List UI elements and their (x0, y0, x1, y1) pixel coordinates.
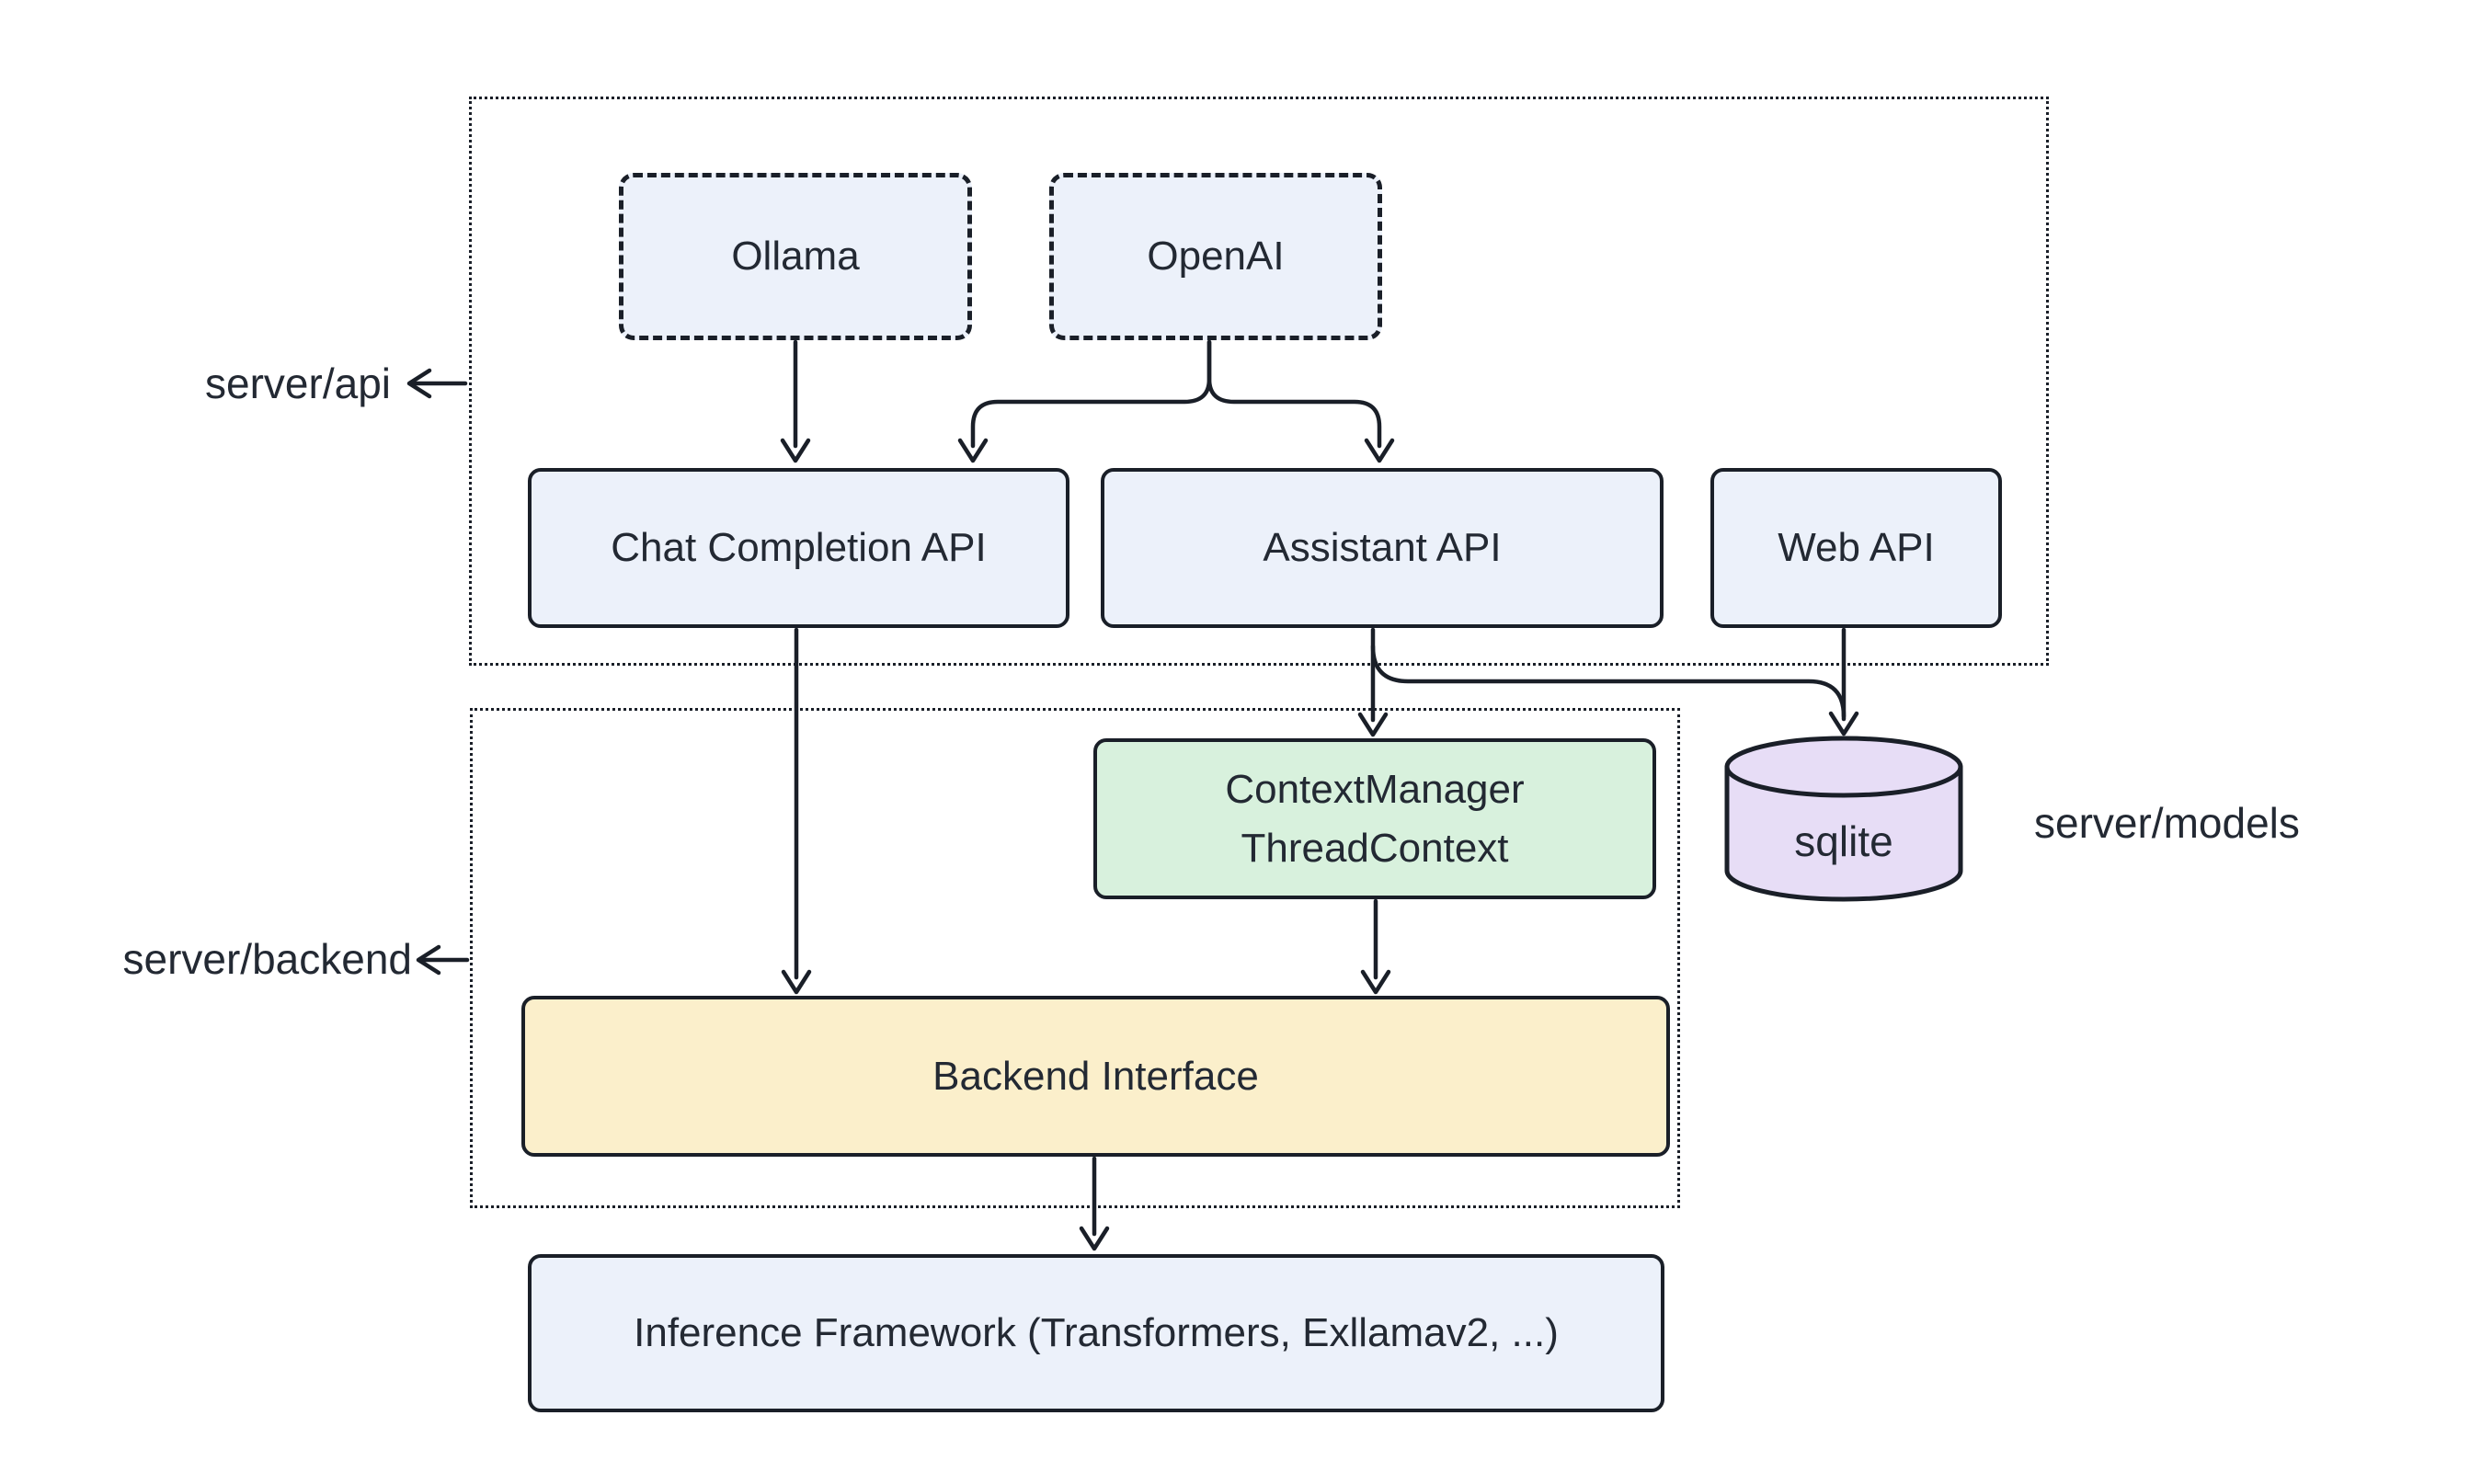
edge-label-server-backend-arrowhead (416, 944, 441, 976)
node-assistant-api: Assistant API (1101, 468, 1664, 628)
edge-backend-to-inference-arrowhead (1079, 1226, 1110, 1251)
node-sqlite-label: sqlite (1794, 817, 1893, 865)
edge-ollama-to-chat-arrowhead (780, 438, 811, 463)
edge-context-to-backend-arrowhead (1360, 969, 1391, 995)
edge-openai-to-assistant-arrowhead (1364, 438, 1395, 463)
edge-chat-to-backend-arrowhead (781, 969, 812, 995)
node-context-manager: ContextManager ThreadContext (1093, 738, 1656, 899)
edge-openai-to-assistant (1206, 339, 1382, 449)
node-web-api-label: Web API (1778, 525, 1935, 571)
node-chat-completion-api-label: Chat Completion API (611, 525, 987, 571)
label-server-models: server/models (2034, 799, 2300, 847)
label-server-api: server/api (205, 360, 391, 407)
node-ollama-label: Ollama (731, 234, 860, 280)
edge-openai-to-chat (970, 339, 1212, 449)
node-backend-interface: Backend Interface (521, 996, 1670, 1157)
edge-assistant-to-context-arrowhead (1357, 712, 1389, 737)
edge-label-server-api-arrowhead (406, 368, 432, 399)
node-inference-framework-label: Inference Framework (Transformers, Exlla… (634, 1310, 1559, 1356)
server-api-container (469, 97, 2049, 666)
edge-web-to-sqlite-arrowhead (1828, 711, 1859, 736)
edge-openai-to-chat-arrowhead (957, 438, 989, 463)
label-server-backend: server/backend (122, 935, 413, 983)
node-web-api: Web API (1710, 468, 2002, 628)
node-context-manager-label-line2: ThreadContext (1241, 825, 1509, 871)
node-backend-interface-label: Backend Interface (932, 1053, 1259, 1099)
node-chat-completion-api: Chat Completion API (528, 468, 1069, 628)
node-ollama: Ollama (619, 173, 972, 340)
sqlite-cylinder-body (1724, 764, 1963, 902)
node-assistant-api-label: Assistant API (1263, 525, 1502, 571)
edge-assistant-branch-to-sqlite (1370, 644, 1847, 719)
node-context-manager-label-line1: ContextManager (1225, 766, 1525, 812)
node-openai-label: OpenAI (1147, 234, 1285, 280)
sqlite-cylinder-top (1724, 736, 1963, 798)
server-backend-container (470, 708, 1680, 1208)
node-inference-framework: Inference Framework (Transformers, Exlla… (528, 1254, 1664, 1412)
sqlite-cylinder (1724, 736, 1963, 902)
node-openai: OpenAI (1049, 173, 1382, 340)
